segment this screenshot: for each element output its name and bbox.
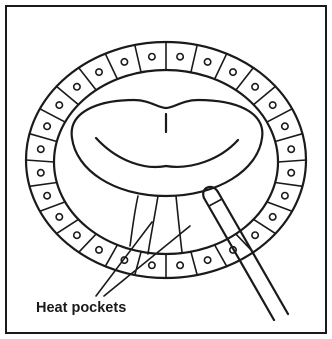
tooth-cusp [230, 69, 236, 75]
tooth-divider [79, 234, 97, 252]
tooth-divider [191, 252, 197, 275]
tooth-cusp [96, 69, 102, 75]
tooth-divider [267, 109, 292, 122]
tooth-divider [135, 252, 141, 275]
tooth-divider [275, 134, 302, 142]
tooth-divider [105, 245, 117, 266]
tooth-divider [79, 68, 97, 90]
tooth-cusp [121, 59, 127, 65]
probe-body-edge [218, 192, 288, 314]
tooth-cusp [270, 214, 276, 220]
thermometer-probe-icon [203, 187, 288, 320]
tooth-divider [254, 219, 276, 233]
leader-right [104, 226, 190, 296]
tooth-cusp [38, 146, 44, 152]
inner-tooth-line [54, 70, 278, 254]
tooth-cusp [44, 123, 50, 129]
tooth-divider [26, 160, 54, 162]
tooth-cusp [56, 102, 62, 108]
tongue-icon [72, 100, 263, 196]
tooth-divider [275, 183, 302, 187]
tooth-divider [215, 245, 227, 266]
tooth-cusp [96, 247, 102, 253]
tooth-cusp [204, 59, 210, 65]
tooth-bumps [38, 54, 295, 269]
probe-body [204, 198, 274, 320]
tooth-cusp [204, 257, 210, 263]
tooth-divider [57, 219, 79, 233]
tooth-divider [191, 45, 197, 72]
tooth-cusp [282, 123, 288, 129]
tooth-divider [267, 202, 292, 211]
tooth-cusp [288, 170, 294, 176]
heat-pockets-label: Heat pockets [36, 300, 126, 316]
tooth-arch-icon [26, 42, 306, 278]
tooth-divider [40, 109, 65, 122]
tooth-divider [40, 202, 65, 211]
tooth-divider [135, 45, 141, 72]
tooth-cusp [177, 54, 183, 60]
frenum-right [176, 196, 182, 252]
tooth-cusp [44, 193, 50, 199]
tooth-cusp [38, 170, 44, 176]
tooth-cusp [252, 84, 258, 90]
tooth-dividers [26, 42, 306, 278]
tooth-cusp [177, 262, 183, 268]
tooth-cusp [252, 232, 258, 238]
outer-tooth-line [26, 42, 306, 278]
tooth-cusp [74, 84, 80, 90]
mouth-floor-lines [130, 196, 182, 254]
tooth-divider [278, 160, 306, 162]
tooth-cusp [149, 54, 155, 60]
tooth-divider [105, 54, 117, 79]
tooth-divider [215, 54, 227, 79]
leader-left [96, 222, 152, 296]
tongue-tip-fold [96, 138, 238, 167]
tooth-cusp [74, 232, 80, 238]
tooth-cusp [282, 193, 288, 199]
tooth-divider [30, 183, 57, 187]
tooth-cusp [56, 214, 62, 220]
tooth-cusp [288, 146, 294, 152]
probe-tip-ring [209, 199, 222, 206]
tooth-cusp [149, 262, 155, 268]
tooth-divider [236, 68, 254, 90]
floor-line-left [130, 196, 138, 246]
tooth-cusp [270, 102, 276, 108]
tooth-divider [30, 134, 57, 142]
